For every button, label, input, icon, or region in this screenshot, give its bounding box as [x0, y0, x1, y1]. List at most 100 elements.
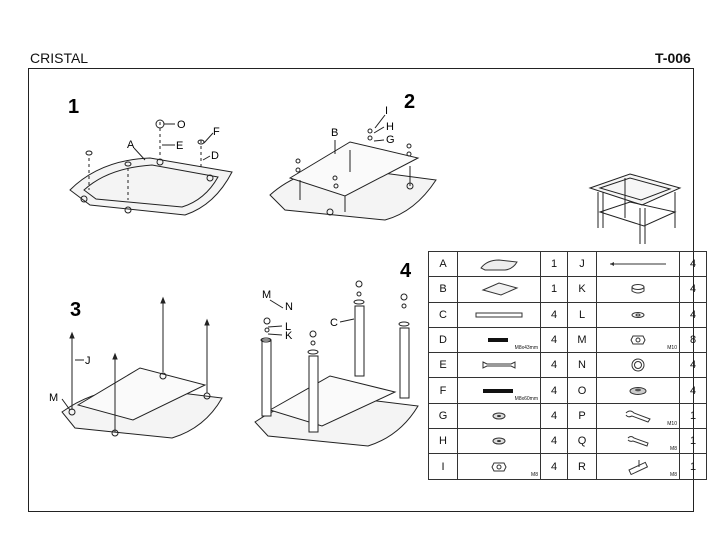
step1-illustration	[69, 119, 233, 216]
callout-label: J	[85, 355, 91, 367]
part-spec: M8	[531, 471, 538, 478]
part-image	[596, 276, 680, 303]
callout-label: O	[177, 119, 186, 131]
part-image: M8x60mm	[457, 377, 541, 404]
finished-table-preview	[588, 173, 682, 244]
product-code: T-006	[655, 50, 691, 66]
part-code: R	[567, 453, 597, 480]
part-code: I	[428, 453, 458, 480]
washer-icon	[458, 410, 540, 422]
part-spec: M8x60mm	[514, 395, 538, 402]
part-spec: M8	[670, 446, 677, 453]
callout-label: F	[213, 126, 220, 138]
part-code: A	[428, 250, 458, 278]
part-code: H	[428, 428, 458, 455]
part-quantity: 4	[540, 377, 568, 404]
flat-washer-icon	[597, 310, 679, 320]
part-image	[457, 301, 541, 328]
callout-label: E	[176, 140, 183, 152]
part-code: M	[567, 326, 597, 354]
callout-label: I	[385, 105, 388, 117]
part-code: L	[567, 301, 597, 328]
washer-icon	[458, 435, 540, 447]
part-code: B	[428, 276, 458, 303]
part-image	[596, 377, 680, 404]
socket-wrench-icon	[597, 458, 679, 476]
part-image: M8	[457, 453, 541, 480]
part-image: M8x43mm	[457, 326, 541, 354]
step3-illustration	[61, 296, 223, 439]
callout-label: M	[262, 289, 271, 301]
short-bolt-icon	[458, 335, 540, 345]
callout-label: N	[285, 301, 293, 313]
part-code: C	[428, 301, 458, 328]
part-quantity: 4	[679, 352, 707, 379]
callout-label: C	[330, 317, 338, 329]
step-number-4: 4	[400, 260, 412, 282]
part-image: M8	[596, 428, 680, 455]
step-number-3: 3	[70, 299, 81, 321]
part-quantity: 1	[679, 453, 707, 480]
part-code: O	[567, 377, 597, 404]
callout-label: M	[49, 392, 58, 404]
wrench-icon	[597, 408, 679, 424]
part-quantity: 1	[679, 402, 707, 430]
product-name: CRISTAL	[30, 50, 89, 66]
part-image	[457, 428, 541, 455]
step-number-2: 2	[404, 91, 415, 113]
part-quantity: 4	[540, 428, 568, 455]
part-code: G	[428, 402, 458, 430]
part-image	[457, 402, 541, 430]
part-image: M10	[596, 402, 680, 430]
part-image: M10	[596, 326, 680, 354]
long-bolt-icon	[458, 386, 540, 396]
part-code: N	[567, 352, 597, 379]
small-wrench-icon	[597, 434, 679, 448]
part-spec: M8	[670, 471, 677, 478]
part-code: J	[567, 250, 597, 278]
glass-top-icon	[458, 256, 540, 272]
foot-cap-icon	[597, 282, 679, 296]
leg-tube-icon	[458, 310, 540, 320]
nut-icon	[597, 333, 679, 347]
part-spec: M8x43mm	[514, 345, 538, 352]
ring-washer-icon	[597, 357, 679, 373]
part-quantity: 4	[540, 352, 568, 379]
part-quantity: 4	[540, 301, 568, 328]
part-spec: M10	[667, 345, 677, 352]
part-spec: M10	[667, 421, 677, 428]
step-number-1: 1	[68, 96, 79, 118]
step4-illustration	[254, 280, 419, 447]
rod-icon	[597, 260, 679, 268]
callout-label: B	[331, 127, 338, 139]
callout-label: H	[386, 121, 394, 133]
part-image	[457, 352, 541, 379]
part-quantity: 4	[679, 250, 707, 278]
part-code: D	[428, 326, 458, 354]
rubber-pad-icon	[597, 385, 679, 397]
part-quantity: 4	[540, 453, 568, 480]
part-image	[596, 301, 680, 328]
part-image	[457, 250, 541, 278]
part-quantity: 1	[679, 428, 707, 455]
callout-label: A	[127, 139, 135, 151]
part-quantity: 4	[540, 326, 568, 354]
part-quantity: 8	[679, 326, 707, 354]
glass-shelf-icon	[458, 281, 540, 297]
callout-label: G	[386, 134, 395, 146]
part-image: M8	[596, 453, 680, 480]
part-quantity: 1	[540, 276, 568, 303]
callout-label: L	[285, 321, 291, 333]
part-code: E	[428, 352, 458, 379]
part-image	[457, 276, 541, 303]
callout-label: K	[285, 330, 293, 342]
